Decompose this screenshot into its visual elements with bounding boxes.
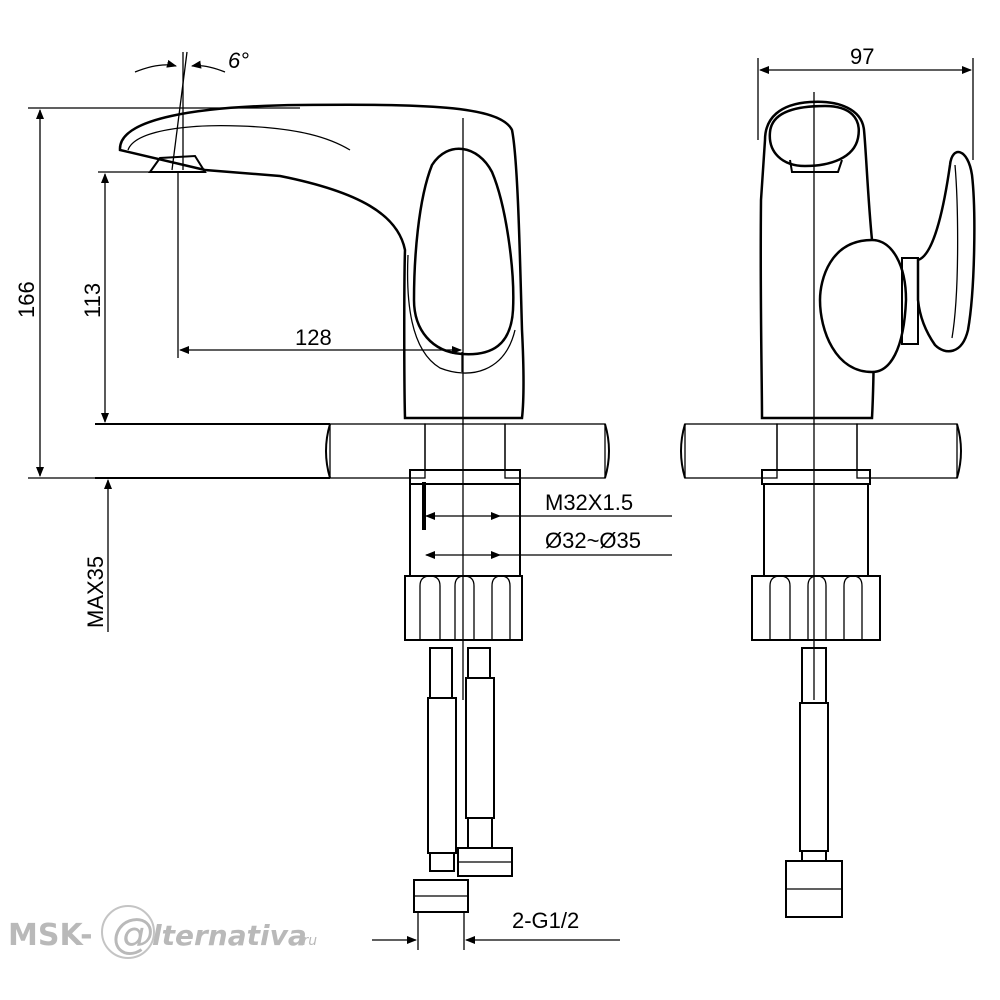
total-height-label: 166	[14, 281, 39, 318]
supply-hose-front	[785, 647, 843, 918]
width-label: 97	[850, 44, 874, 69]
spout-height-label: 113	[80, 283, 105, 318]
height-166-dimension: 166	[14, 107, 300, 479]
watermark-domain: .ru	[298, 933, 317, 949]
angle-dimension: 6°	[134, 48, 249, 171]
height-113-dimension: 113	[80, 171, 155, 423]
connection-dimension: 2-G1/2	[372, 908, 620, 950]
mounting-hardware-front	[751, 423, 881, 641]
connection-label: 2-G1/2	[512, 908, 579, 933]
max-thickness-dimension: MAX35	[83, 479, 112, 632]
faucet-body-front	[759, 100, 976, 420]
thread-label: M32X1.5	[545, 490, 633, 515]
reach-128-dimension: 128	[177, 172, 462, 358]
supply-hoses-side	[413, 647, 513, 913]
watermark-logo: MSK- @ lternativa .ru	[8, 905, 317, 959]
angle-label: 6°	[228, 48, 249, 73]
watermark-at: @	[112, 909, 154, 958]
hole-diameter-label: Ø32~Ø35	[545, 528, 641, 553]
countertop-section-left	[95, 423, 610, 479]
watermark-prefix: MSK-	[8, 918, 93, 953]
front-view: 97	[680, 44, 976, 918]
thread-dimension: M32X1.5 Ø32~Ø35	[425, 490, 672, 559]
side-view: 6° 166 113 128 M32X1.5 Ø32~Ø3	[14, 48, 672, 950]
max-thickness-label: MAX35	[83, 556, 108, 628]
spout-reach-label: 128	[295, 325, 332, 350]
mounting-hardware-side	[404, 423, 523, 641]
width-97-dimension: 97	[757, 44, 974, 160]
watermark-suffix: lternativa	[152, 919, 307, 952]
